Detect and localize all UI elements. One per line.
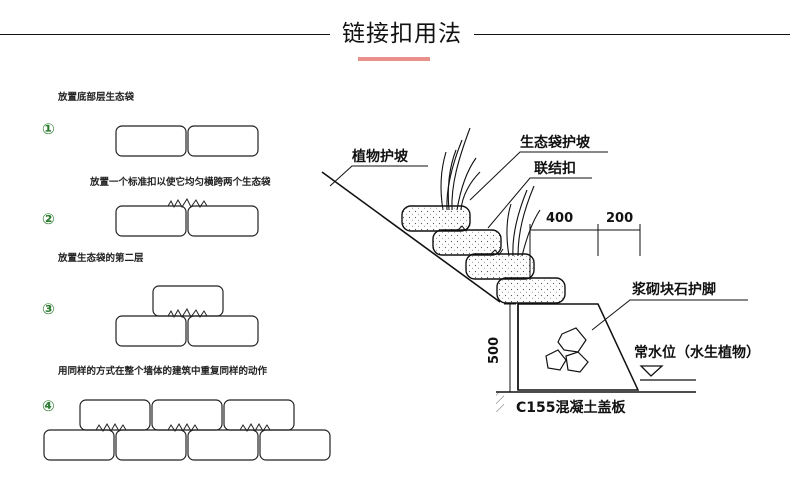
stone-icon bbox=[545, 327, 589, 373]
step-1-text: 放置底部层生态袋 bbox=[57, 91, 135, 103]
title-rule-left bbox=[0, 34, 330, 35]
eco-bag bbox=[115, 429, 187, 461]
dimension-step-rise: 200 bbox=[606, 211, 633, 226]
eco-bag bbox=[259, 429, 331, 461]
connector-clip bbox=[239, 422, 271, 433]
cross-section: 500 400 200 植物护坡 生态袋护坡 联结扣 浆砌块石护脚 常水位（水生… bbox=[321, 127, 760, 416]
eco-bag bbox=[187, 125, 259, 157]
section-eco-bag bbox=[401, 205, 471, 232]
eco-bag bbox=[79, 399, 151, 431]
section-eco-bag bbox=[496, 277, 566, 304]
leader-line bbox=[591, 299, 748, 331]
eco-bag bbox=[187, 315, 259, 347]
connector-clip bbox=[490, 248, 504, 256]
dimension-step-depth: 400 bbox=[546, 211, 573, 226]
step-1-number: ① bbox=[42, 120, 55, 138]
step-2-number: ② bbox=[42, 210, 55, 228]
step-4-text: 用同样的方式在整个墙体的建筑中重复同样的动作 bbox=[57, 365, 268, 377]
eco-bag bbox=[187, 429, 259, 461]
page-title: 链接扣用法 bbox=[342, 21, 462, 47]
eco-bag bbox=[115, 315, 187, 347]
slope-line bbox=[321, 171, 501, 303]
step-1: 放置底部层生态袋 ① bbox=[42, 91, 259, 157]
step-2: 放置一个标准扣以使它均匀横跨两个生态袋 ② bbox=[42, 176, 271, 237]
label-ecobag-slope: 生态袋护坡 bbox=[520, 134, 591, 151]
eco-bag bbox=[152, 285, 224, 317]
eco-bag bbox=[187, 205, 259, 237]
connector-clip bbox=[167, 422, 199, 433]
eco-bag bbox=[115, 125, 187, 157]
label-cover-slab: C155混凝土盖板 bbox=[516, 399, 626, 416]
label-vegetation-slope: 植物护坡 bbox=[351, 148, 409, 165]
title-bar: 链接扣用法 bbox=[0, 0, 790, 70]
section-eco-bag bbox=[432, 229, 502, 256]
section-eco-bag bbox=[465, 253, 535, 280]
connector-clip bbox=[167, 197, 208, 209]
step-3: 放置生态袋的第二层 ③ bbox=[42, 252, 259, 347]
grass-icon bbox=[506, 185, 541, 257]
connector-clip bbox=[95, 422, 127, 433]
step-3-text: 放置生态袋的第二层 bbox=[57, 252, 144, 264]
label-water-level: 常水位（水生植物） bbox=[634, 344, 760, 361]
eco-bag bbox=[151, 399, 223, 431]
eco-bag bbox=[223, 399, 295, 431]
label-stone-footing: 浆砌块石护脚 bbox=[632, 281, 716, 298]
leader-line bbox=[469, 151, 608, 201]
title-rule-right bbox=[474, 34, 790, 35]
step-2-text: 放置一个标准扣以使它均匀横跨两个生态袋 bbox=[89, 176, 271, 188]
label-connector: 联结扣 bbox=[534, 160, 576, 177]
step-4: 用同样的方式在整个墙体的建筑中重复同样的动作 ④ bbox=[42, 365, 331, 461]
eco-bag bbox=[43, 429, 115, 461]
grass-icon bbox=[440, 127, 481, 211]
water-level-icon bbox=[639, 365, 664, 377]
step-3-number: ③ bbox=[42, 300, 55, 318]
dimension-footing-height: 500 bbox=[487, 337, 502, 364]
leader-line bbox=[487, 177, 592, 229]
step-4-number: ④ bbox=[42, 397, 55, 415]
connector-clip bbox=[457, 224, 471, 232]
leader-line bbox=[329, 165, 428, 187]
title-accent-bar bbox=[358, 57, 430, 61]
connector-clip bbox=[167, 307, 208, 319]
eco-bag bbox=[115, 205, 187, 237]
ground-hatch bbox=[496, 392, 504, 412]
